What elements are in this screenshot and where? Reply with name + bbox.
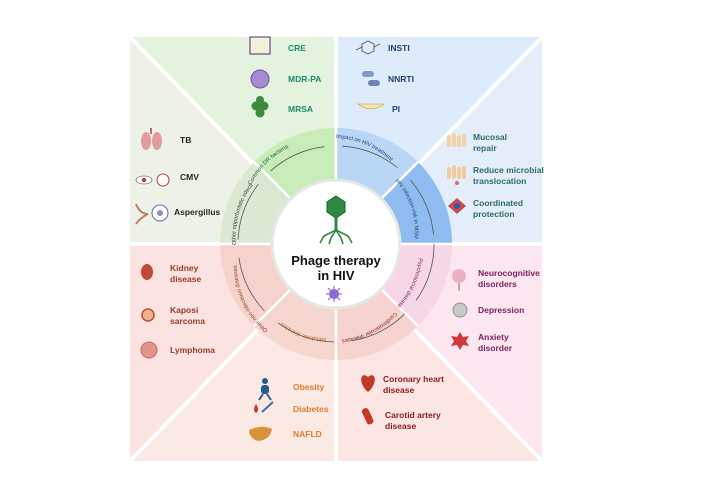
diabetes-icon [254, 401, 274, 413]
tb-label: TB [180, 135, 191, 145]
coordinated-protection-icon [448, 198, 466, 214]
kidney-icon [141, 264, 153, 280]
cmv-eye-icon [135, 173, 170, 187]
depression-label: Depression [478, 305, 524, 315]
obesity-icon [258, 378, 272, 401]
metabolic-group: Obesity Diabetes NAFLD [249, 378, 329, 441]
center-title-line2: in HIV [318, 268, 355, 283]
pi-icon [356, 103, 386, 110]
carotid-label: Carotid artery disease [385, 410, 443, 431]
psychosocial-group: Neurocognitive disorders Depression Anxi… [451, 268, 542, 353]
dr-bacteria-group: CRE MDR-PA MRSA [249, 36, 321, 118]
lymphoma-icon [140, 341, 158, 359]
lung-icon [141, 128, 162, 150]
cre-icon [249, 36, 271, 55]
phage-icon [319, 195, 353, 245]
center-circle [270, 178, 402, 310]
aspergillus-icon [135, 203, 169, 225]
depression-icon [452, 302, 468, 318]
msm-group: Mucosal repair Reduce microbial transloc… [447, 132, 546, 219]
nafld-label: NAFLD [293, 429, 322, 439]
neuro-icon [452, 269, 466, 291]
virus-icon [326, 286, 342, 302]
lymphoma-label: Lymphoma [170, 345, 215, 355]
mucosal-repair-label: Mucosal repair [473, 132, 509, 153]
nnrti-icon [362, 71, 380, 86]
liver-icon [249, 426, 272, 441]
neurocognitive-label: Neurocognitive disorders [478, 268, 542, 289]
mdr-pa-label: MDR-PA [288, 74, 321, 84]
coronary-label: Coronary heart disease [383, 374, 446, 395]
mrsa-icon [251, 96, 269, 118]
anxiety-icon [451, 332, 469, 350]
kidney-label: Kidney disease [170, 263, 201, 284]
cre-label: CRE [288, 43, 306, 53]
insti-label: INSTI [388, 43, 410, 53]
insti-icon [355, 40, 381, 55]
anxiety-label: Anxiety disorder [478, 332, 513, 353]
nnrti-label: NNRTI [388, 74, 414, 84]
cmv-label: CMV [180, 172, 199, 182]
non-infectious-group: Kidney disease Kaposi sarcoma Lymphoma [140, 263, 215, 359]
pi-label: PI [392, 104, 400, 114]
mrsa-label: MRSA [288, 104, 313, 114]
aspergillus-label: Aspergillus [174, 207, 221, 217]
reduce-translocation-label: Reduce microbial translocation [473, 165, 546, 186]
center-title-line1: Phage therapy [291, 253, 381, 268]
coordinated-protection-label: Coordinated protection [473, 198, 525, 219]
cardiovascular-group: Coronary heart disease Carotid artery di… [361, 374, 446, 431]
kaposi-icon [141, 308, 155, 322]
opportunistic-group: TB CMV Aspergillus [135, 128, 221, 225]
heart-icon [361, 375, 375, 392]
mdr-pa-icon [250, 69, 270, 89]
mucosal-repair-icon [447, 133, 466, 147]
hiv-treatment-group: INSTI NNRTI PI [355, 40, 414, 114]
microbial-translocation-icon [447, 165, 466, 185]
kaposi-label: Kaposi sarcoma [170, 305, 205, 326]
artery-icon [361, 408, 374, 425]
diabetes-label: Diabetes [293, 404, 329, 414]
obesity-label: Obesity [293, 382, 324, 392]
